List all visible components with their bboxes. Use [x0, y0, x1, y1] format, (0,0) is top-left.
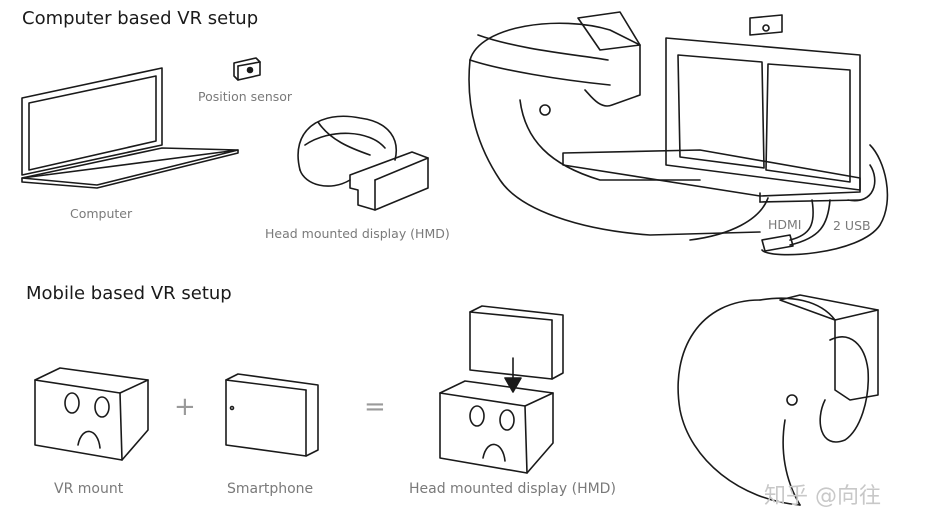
mobile-vr-scene: [677, 294, 879, 506]
hdmi-label: HDMI: [768, 217, 802, 232]
position-sensor-drawing: [233, 57, 261, 81]
plus-sign: +: [174, 392, 196, 422]
usb-label: 2 USB: [833, 218, 871, 233]
computer-label: Computer: [70, 206, 133, 221]
equals-sign: =: [364, 392, 386, 422]
hmd-label: Head mounted display (HMD): [265, 226, 450, 241]
smartphone-label: Smartphone: [227, 481, 314, 497]
laptop-drawing: [21, 67, 239, 189]
mobile-section-title: Mobile based VR setup: [26, 283, 232, 304]
hmd-drawing: [297, 115, 429, 211]
watermark: 知乎 @向往: [764, 484, 881, 509]
assembled-hmd-drawing: [439, 305, 564, 474]
position-sensor-label: Position sensor: [198, 89, 293, 104]
smartphone-drawing: [225, 373, 319, 457]
vr-mount-label: VR mount: [54, 481, 124, 497]
mobile-hmd-label: Head mounted display (HMD): [409, 481, 616, 497]
computer-section-title: Computer based VR setup: [22, 8, 259, 29]
vr-mount-drawing: [34, 367, 149, 461]
computer-vr-scene: [468, 11, 889, 256]
